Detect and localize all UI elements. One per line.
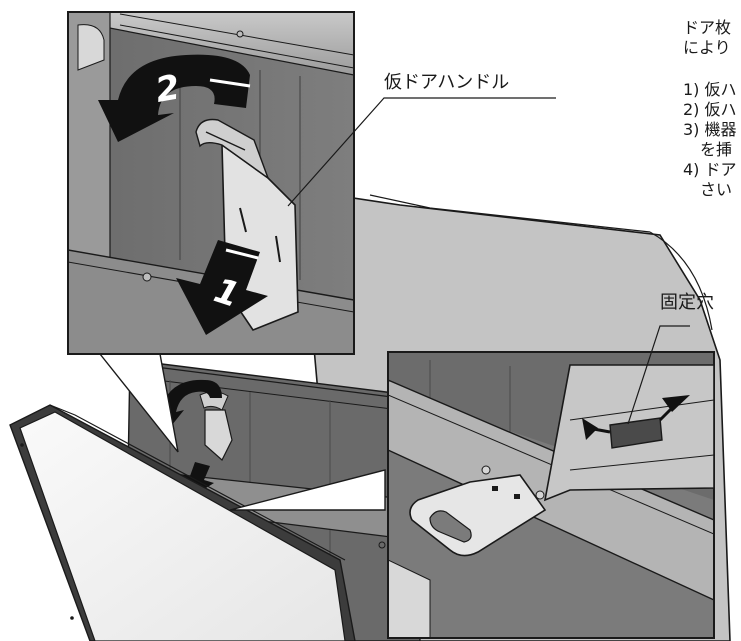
step-4-line-1: 4) ドア: [683, 160, 737, 179]
handle-leader-line: [287, 97, 556, 207]
intro-line-1: ドア枚: [683, 18, 732, 37]
inset-temp-handle: 2 1: [67, 11, 556, 453]
inset-mounting-detail: [229, 325, 715, 639]
step-1: 1) 仮ハ: [683, 80, 737, 99]
step-4-line-2: さい: [700, 180, 733, 199]
step-3-line-1: 3) 機器: [683, 120, 737, 139]
fixing-hole-closeup: [543, 364, 715, 502]
intro-line-2: により: [683, 38, 731, 57]
temp-handle-label: 仮ドアハンドル: [384, 72, 510, 93]
door-panel: [9, 404, 356, 641]
fixing-hole-leader-line: [627, 325, 690, 425]
fixing-hole-label: 固定穴: [660, 292, 714, 313]
step-3-line-2: を挿: [700, 140, 733, 159]
step-2: 2) 仮ハ: [683, 100, 737, 119]
